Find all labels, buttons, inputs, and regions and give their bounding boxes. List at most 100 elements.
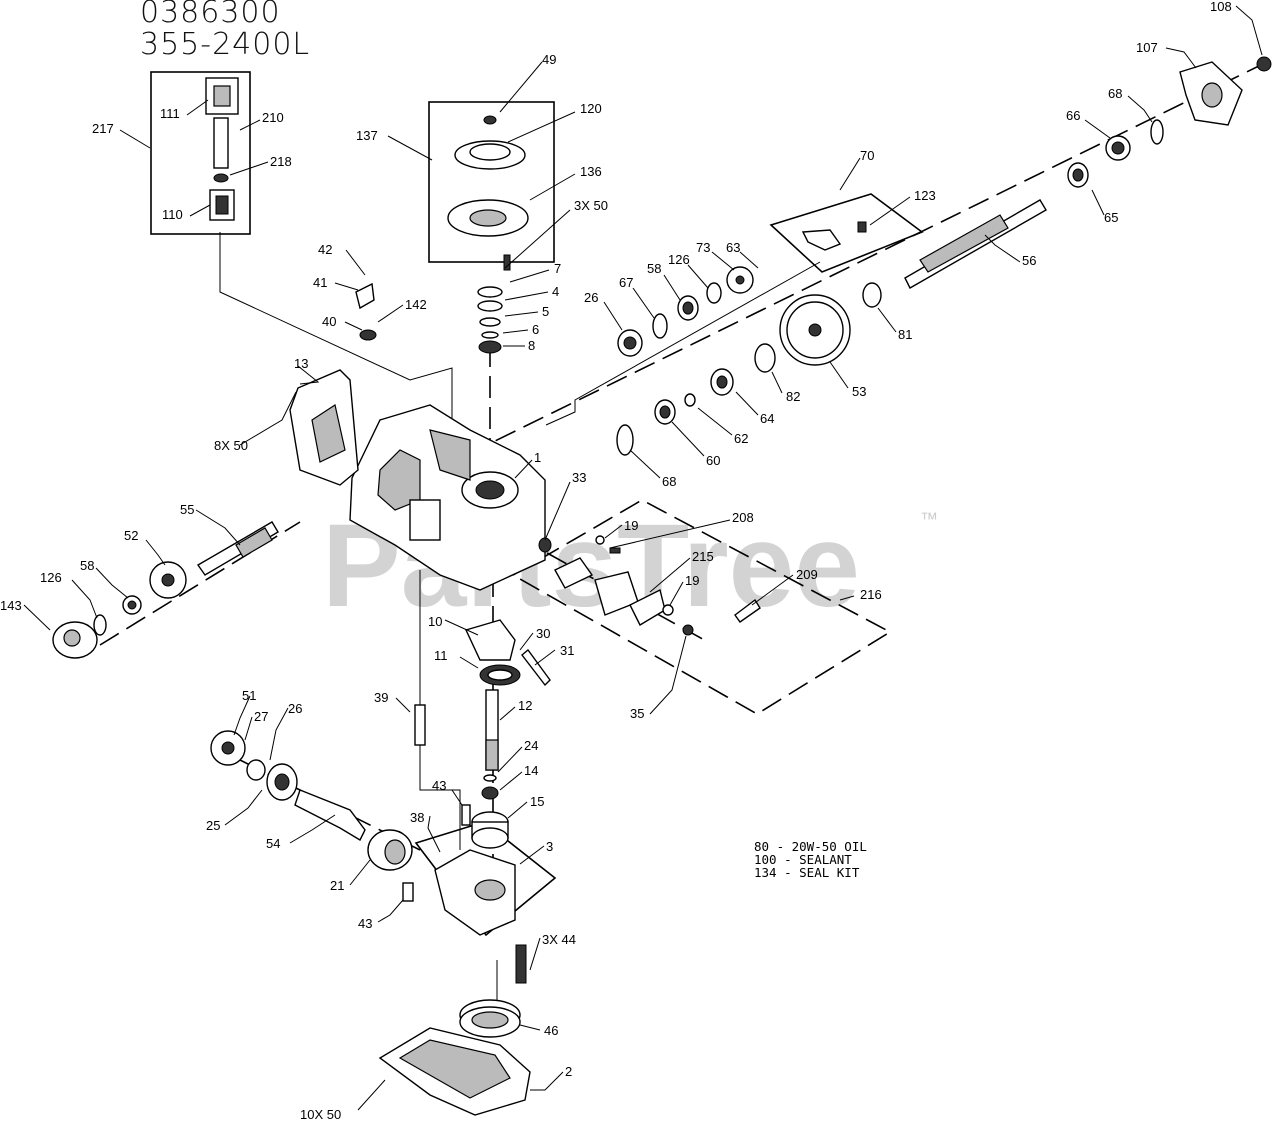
connector-70: [545, 261, 821, 426]
callout-label: 2: [565, 1064, 572, 1079]
callout-label: 66: [1066, 108, 1080, 123]
callout-label: 62: [734, 431, 748, 446]
callout-label: 13: [294, 356, 308, 371]
callout-label: 123: [914, 188, 936, 203]
callout-label: 19: [624, 518, 638, 533]
intermediate-shaft-parts: [617, 266, 754, 357]
callout-labels: 108 107 68 66 65 56 49 120 137 136 3X 50…: [0, 0, 1232, 1122]
callout-label: 1: [534, 450, 541, 465]
callout-label: 108: [1210, 0, 1232, 14]
part-number: 355-2400L: [140, 27, 311, 62]
callout-label: 143: [0, 598, 22, 613]
callout-label: 54: [266, 836, 280, 851]
side-cover: [289, 369, 359, 486]
callout-label: 40: [322, 314, 336, 329]
callout-label: 10X 50: [300, 1107, 341, 1122]
bottom-cover: [378, 1027, 531, 1116]
differential-bearings: [616, 368, 734, 456]
callout-label: 126: [668, 252, 690, 267]
callout-label: 43: [432, 778, 446, 793]
pump-shaft: [414, 689, 509, 849]
callout-label: 7: [554, 261, 561, 276]
callout-label: 15: [530, 794, 544, 809]
callout-label: 43: [358, 916, 372, 931]
callout-label: 68: [1108, 86, 1122, 101]
axle-shaft: [904, 199, 1047, 289]
callout-label: 73: [696, 240, 710, 255]
callout-label: 137: [356, 128, 378, 143]
bevel-shaft: [52, 521, 279, 659]
callout-label: 136: [580, 164, 602, 179]
callout-label: 65: [1104, 210, 1118, 225]
callout-label: 19: [685, 573, 699, 588]
leader-lines: [23, 5, 1263, 1111]
callout-label: 218: [270, 154, 292, 169]
callout-label: 208: [732, 510, 754, 525]
axle-bearings: [1067, 119, 1164, 188]
note-oil: 80 - 20W-50 OIL: [754, 839, 867, 854]
callout-label: 217: [92, 121, 114, 136]
callout-label: 60: [706, 453, 720, 468]
brake-assembly: [538, 535, 761, 636]
callout-label: 31: [560, 643, 574, 658]
callout-label: 58: [80, 558, 94, 573]
callout-label: 70: [860, 148, 874, 163]
callout-label: 111: [160, 106, 180, 121]
group-box-216: [511, 499, 892, 715]
callout-label: 53: [852, 384, 866, 399]
callout-label: 38: [410, 810, 424, 825]
callout-label: 21: [330, 878, 344, 893]
callout-label: 27: [254, 709, 268, 724]
callout-label: 68: [662, 474, 676, 489]
callout-label: 56: [1022, 253, 1036, 268]
callout-label: 126: [40, 570, 62, 585]
callout-label: 64: [760, 411, 774, 426]
swashplate: [465, 619, 551, 687]
callout-label: 55: [180, 502, 194, 517]
callout-label: 110: [162, 207, 183, 222]
callout-label: 3: [546, 839, 553, 854]
callout-label: 81: [898, 327, 912, 342]
connector-39: [419, 570, 461, 850]
callout-label: 30: [536, 626, 550, 641]
callout-label: 4: [552, 284, 559, 299]
callout-label: 3X 50: [574, 198, 608, 213]
axle-hub: [1179, 56, 1272, 126]
callout-label: 25: [206, 818, 220, 833]
idler-bracket: [801, 221, 867, 251]
note-seal-kit: 134 - SEAL KIT: [754, 865, 860, 880]
callout-label: 49: [542, 52, 556, 67]
box-217-parts: [205, 77, 239, 221]
callout-label: 63: [726, 240, 740, 255]
callout-label: 42: [318, 242, 332, 257]
group-box-217: [150, 71, 251, 235]
motor-assembly: [210, 730, 414, 902]
callout-label: 26: [288, 701, 302, 716]
callout-label: 33: [572, 470, 586, 485]
callout-label: 3X 44: [542, 932, 576, 947]
callout-label: 82: [786, 389, 800, 404]
callout-label: 52: [124, 528, 138, 543]
callout-label: 120: [580, 101, 602, 116]
notes-block: 80 - 20W-50 OIL 100 - SEALANT 134 - SEAL…: [754, 840, 867, 879]
group-box-70: [769, 193, 924, 273]
callout-label: 39: [374, 690, 388, 705]
callout-label: 11: [434, 648, 448, 663]
callout-label: 6: [532, 322, 539, 337]
model-number: 0386300: [140, 0, 281, 30]
callout-label: 5: [542, 304, 549, 319]
callout-label: 209: [796, 567, 818, 582]
connector-217: [219, 232, 453, 448]
group-box-137: [428, 101, 555, 263]
callout-label: 14: [524, 763, 538, 778]
pulley-fan: [447, 115, 529, 237]
callout-label: 8: [528, 338, 535, 353]
input-stack: [355, 254, 511, 354]
callout-label: 142: [405, 297, 427, 312]
callout-label: 35: [630, 706, 644, 721]
callout-label: 107: [1136, 40, 1158, 55]
callout-label: 26: [584, 290, 598, 305]
callout-label: 58: [647, 261, 661, 276]
